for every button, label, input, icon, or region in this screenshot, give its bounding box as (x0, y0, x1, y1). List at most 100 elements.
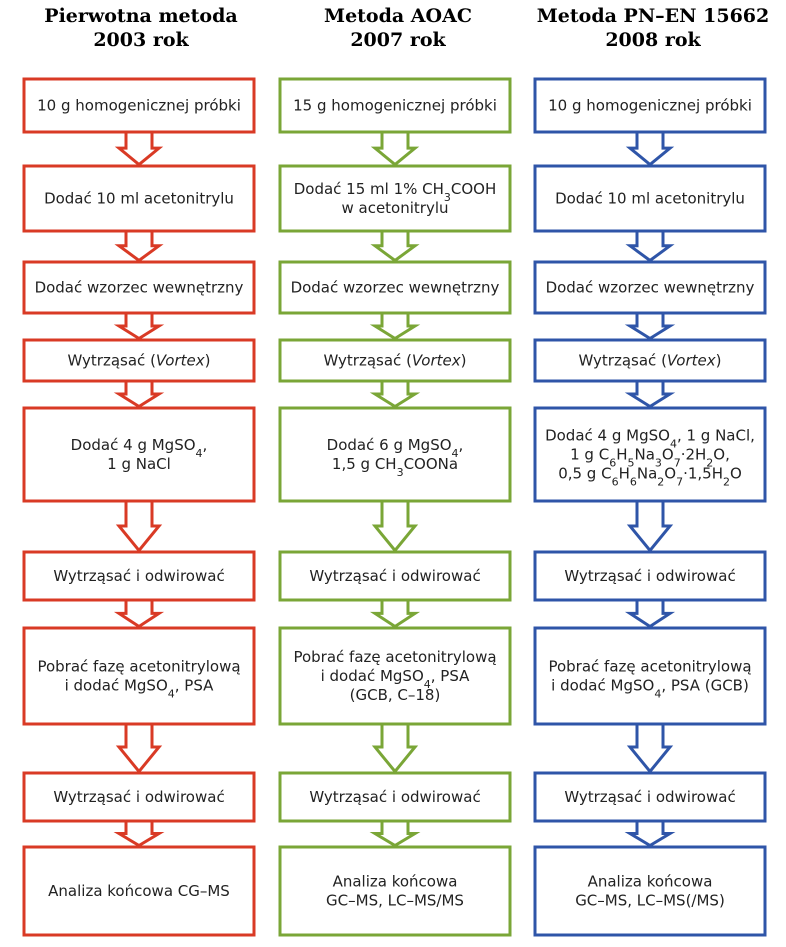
down-arrow-icon (369, 382, 421, 409)
column-title: Metoda AOAC (324, 5, 472, 27)
step-text: Analiza końcowa CG–MS (48, 882, 230, 900)
down-arrow-icon (370, 133, 420, 167)
column-year: 2003 rok (93, 29, 189, 51)
step-box (22, 550, 256, 602)
step-text: Wytrząsać (Vortex) (323, 352, 466, 370)
down-arrow-icon (369, 314, 421, 341)
step-text: 10 g homogenicznej próbki (548, 97, 752, 115)
step-text: 1 g C6H5Na3O7·2H2O, (570, 446, 730, 470)
down-arrow-icon (113, 601, 165, 629)
down-arrow-icon (369, 822, 421, 848)
step-box (533, 406, 767, 503)
step-text: Dodać 6 g MgSO4, (327, 436, 464, 460)
step-text: 15 g homogenicznej próbki (293, 97, 497, 115)
step-text: i dodać MgSO4, PSA (65, 677, 215, 701)
step-text: GC–MS, LC–MS(/MS) (575, 892, 725, 910)
column-header-original: Pierwotna metoda 2003 rok (10, 4, 272, 52)
down-arrow-icon (624, 314, 676, 341)
step-text: Wytrząsać i odwirować (309, 567, 480, 585)
step-text: Dodać 4 g MgSO4, 1 g NaCl, (545, 427, 755, 451)
column-year: 2008 rok (605, 29, 701, 51)
step-text: Pobrać fazę acetonitrylową (37, 658, 240, 676)
down-arrow-icon (113, 314, 165, 341)
step-box (278, 550, 512, 602)
step-text: Wytrząsać (Vortex) (67, 352, 210, 370)
step-box (533, 77, 767, 134)
column-title: Metoda PN–EN 15662 (536, 5, 770, 27)
down-arrow-icon (370, 232, 420, 263)
step-text: 0,5 g C6H6Na2O7·1,5H2O (558, 465, 742, 489)
step-box (533, 550, 767, 602)
step-box (533, 626, 767, 726)
step-box (278, 77, 512, 134)
step-text: Wytrząsać i odwirować (564, 567, 735, 585)
step-box (278, 406, 512, 503)
down-arrow-icon (624, 601, 676, 629)
step-box (278, 164, 512, 233)
step-box (22, 406, 256, 503)
step-text: Dodać wzorzec wewnętrzny (291, 279, 500, 297)
step-box (533, 338, 767, 383)
step-box (533, 260, 767, 315)
down-arrow-icon (113, 382, 165, 409)
step-box (22, 771, 256, 823)
down-arrow-icon (625, 232, 675, 263)
step-text: Wytrząsać i odwirować (53, 567, 224, 585)
step-box (278, 626, 512, 726)
step-text: Pobrać fazę acetonitrylową (293, 648, 496, 666)
step-text: Dodać 15 ml 1% CH3COOH (294, 180, 497, 204)
step-text: Analiza końcowa (588, 873, 713, 891)
step-text: Dodać 10 ml acetonitrylu (555, 190, 745, 208)
step-text: i dodać MgSO4, PSA (321, 667, 471, 691)
step-text: Wytrząsać (Vortex) (578, 352, 721, 370)
step-box (22, 164, 256, 233)
step-text: 1 g NaCl (107, 455, 171, 473)
column-year: 2007 rok (350, 29, 446, 51)
down-arrow-icon (625, 133, 675, 167)
down-arrow-icon (371, 502, 419, 553)
step-text: Pobrać fazę acetonitrylową (548, 658, 751, 676)
down-arrow-icon (114, 232, 164, 263)
step-text: Wytrząsać i odwirować (564, 788, 735, 806)
step-text: 1,5 g CH3COONa (332, 455, 458, 479)
down-arrow-icon (114, 133, 164, 167)
down-arrow-icon (113, 822, 165, 848)
step-text: Analiza końcowa (333, 873, 458, 891)
down-arrow-icon (626, 725, 674, 774)
down-arrow-icon (115, 502, 163, 553)
step-text: (GCB, C–18) (350, 686, 441, 704)
step-box (533, 164, 767, 233)
step-text: Dodać wzorzec wewnętrzny (35, 279, 244, 297)
step-text: w acetonitrylu (341, 199, 448, 217)
down-arrow-icon (626, 502, 674, 553)
step-box (22, 845, 256, 937)
step-text: i dodać MgSO4, PSA (GCB) (551, 677, 749, 701)
down-arrow-icon (369, 601, 421, 629)
step-text: Wytrząsać i odwirować (53, 788, 224, 806)
column-header-aoac: Metoda AOAC 2007 rok (267, 4, 529, 52)
step-box (278, 845, 512, 937)
down-arrow-icon (371, 725, 419, 774)
column-title: Pierwotna metoda (44, 5, 238, 27)
step-text: Dodać 10 ml acetonitrylu (44, 190, 234, 208)
step-text: Dodać 4 g MgSO4, (71, 436, 208, 460)
down-arrow-icon (115, 725, 163, 774)
step-box (22, 260, 256, 315)
step-text: 10 g homogenicznej próbki (37, 97, 241, 115)
step-box (278, 338, 512, 383)
down-arrow-icon (624, 822, 676, 848)
step-box (533, 845, 767, 937)
step-text: Dodać wzorzec wewnętrzny (546, 279, 755, 297)
step-box (22, 338, 256, 383)
step-text: GC–MS, LC–MS/MS (326, 892, 464, 910)
step-box (22, 77, 256, 134)
step-box (278, 771, 512, 823)
column-header-pn-en: Metoda PN–EN 15662 2008 rok (522, 4, 784, 52)
step-text: Wytrząsać i odwirować (309, 788, 480, 806)
step-box (533, 771, 767, 823)
step-box (278, 260, 512, 315)
